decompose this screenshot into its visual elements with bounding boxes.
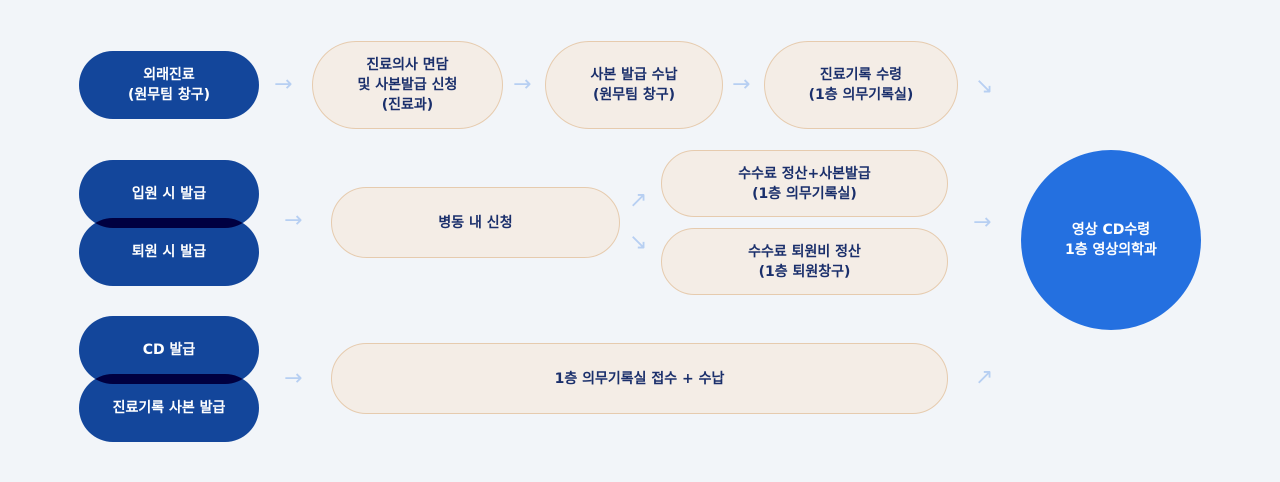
arrow-right-icon: → (284, 208, 303, 233)
node-admission: 입원 시 발급 (79, 160, 259, 228)
node-fee-discharge: 수수료 퇴원비 정산 (1층 퇴원창구) (661, 228, 948, 295)
node-doctor-consult: 진료의사 면담 및 사본발급 신청 (진료과) (312, 41, 503, 129)
node-record-receive: 진료기록 수령 (1층 의무기록실) (764, 41, 958, 129)
node-cd-receive: 영상 CD수령 1층 영상의학과 (1021, 150, 1201, 330)
node-payment: 사본 발급 수납 (원무팀 창구) (545, 41, 723, 129)
node-ward-request: 병동 내 신청 (331, 187, 620, 258)
arrow-right-icon: → (973, 210, 992, 235)
arrow-right-icon: → (284, 366, 303, 391)
node-fee-copy: 수수료 정산+사본발급 (1층 의무기록실) (661, 150, 948, 217)
node-records-office: 1층 의무기록실 접수 + 수납 (331, 343, 948, 414)
arrow-down-right-icon: ↘ (975, 74, 994, 99)
overlap-shape (79, 374, 259, 442)
overlap-shape (79, 218, 259, 286)
arrow-down-right-icon: ↘ (629, 230, 648, 255)
arrow-right-icon: → (513, 72, 532, 97)
arrow-right-icon: → (274, 72, 293, 97)
node-record-copy: 진료기록 사본 발급 (79, 374, 259, 442)
arrow-right-icon: → (732, 72, 751, 97)
arrow-up-right-icon: ↗ (975, 365, 994, 390)
arrow-up-right-icon: ↗ (629, 188, 648, 213)
node-discharge: 퇴원 시 발급 (79, 218, 259, 286)
node-outpatient: 외래진료 (원무팀 창구) (79, 51, 259, 119)
node-cd-issue: CD 발급 (79, 316, 259, 384)
